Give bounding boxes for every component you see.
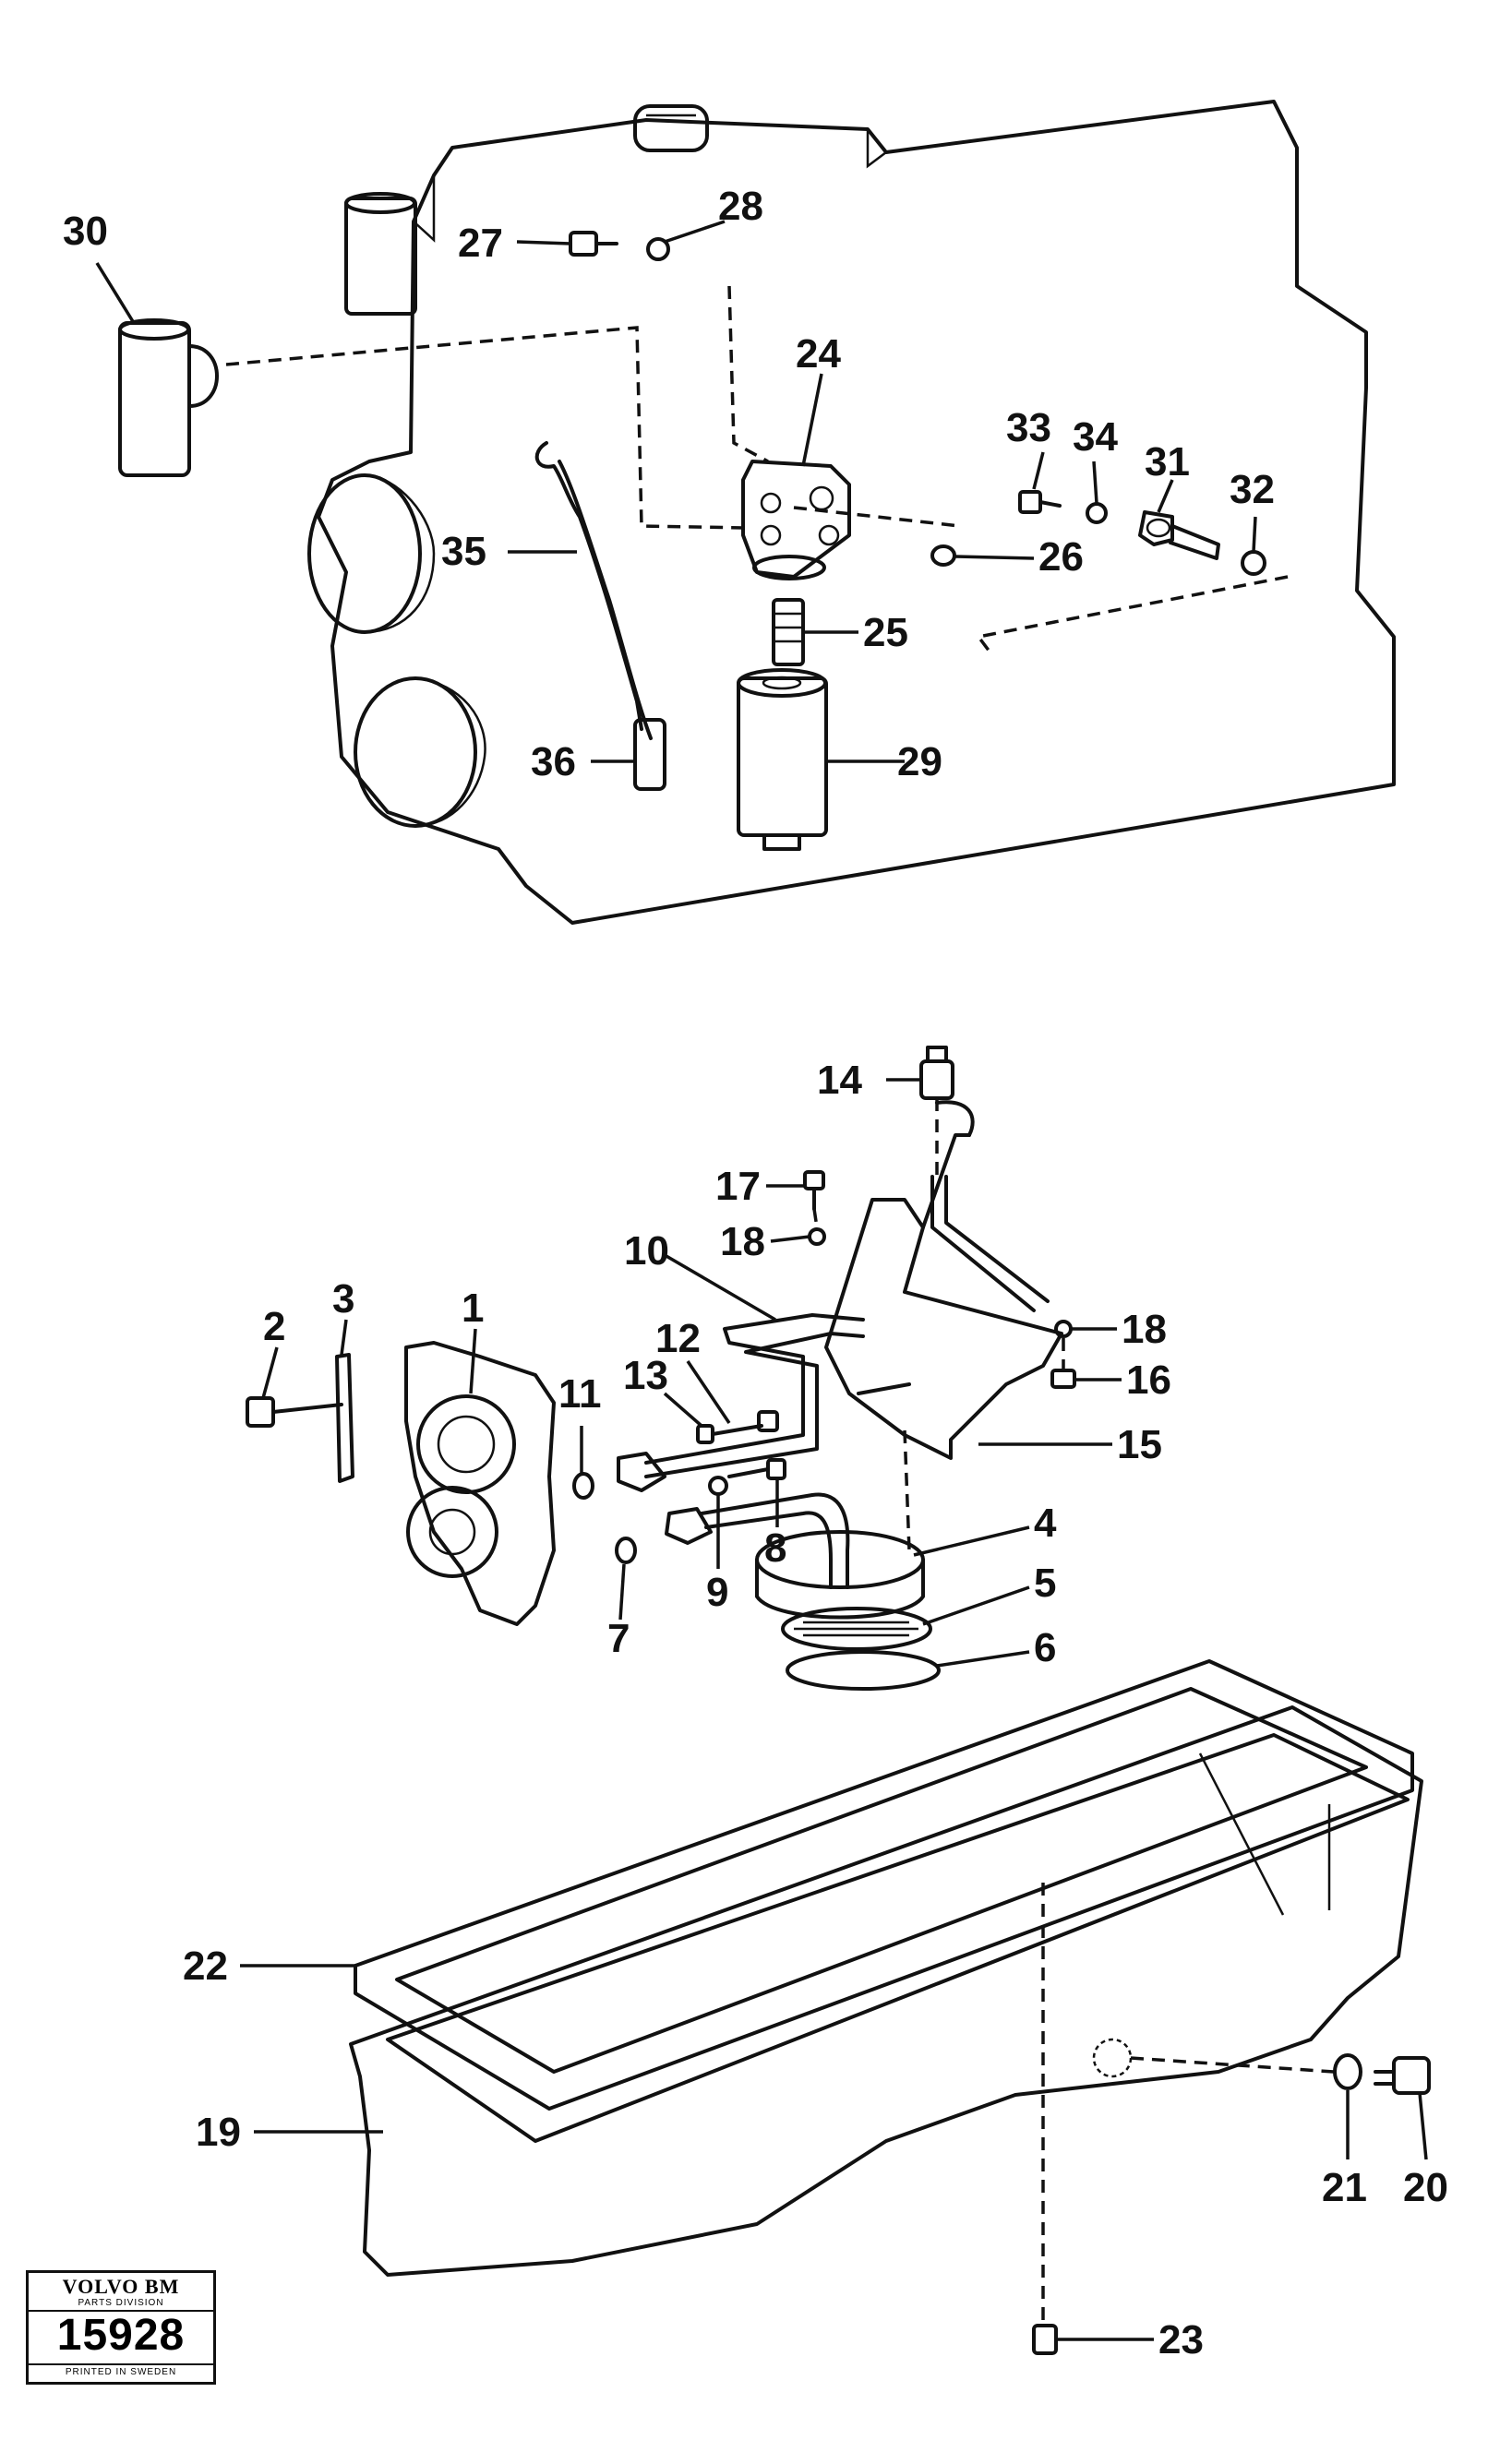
engine-block — [317, 100, 1396, 925]
callout-22: 22 — [183, 1944, 228, 1989]
oil-filter-head — [741, 460, 851, 580]
callout-23: 23 — [1158, 2317, 1204, 2362]
callout-17: 17 — [715, 1164, 761, 1209]
callout-2: 2 — [263, 1304, 285, 1349]
callout-26: 26 — [1038, 534, 1084, 580]
pressure-pipe-10 — [644, 1313, 865, 1478]
callout-34: 34 — [1073, 414, 1118, 460]
o-ring-7 — [615, 1537, 637, 1564]
callout-20: 20 — [1403, 2165, 1448, 2210]
callout-16: 16 — [1126, 1358, 1171, 1403]
callout-15: 15 — [1117, 1422, 1162, 1467]
strainer-4 — [755, 1530, 925, 1620]
callout-30: 30 — [63, 209, 108, 254]
washer-9 — [708, 1476, 728, 1496]
breather-pipe — [344, 192, 417, 316]
callout-18-lower: 18 — [1122, 1307, 1167, 1352]
suction-pipe — [700, 1492, 850, 1589]
screw-27 — [569, 231, 618, 257]
callout-8: 8 — [764, 1525, 786, 1571]
oil-filler-neck — [118, 318, 219, 477]
adapter-31 — [1138, 510, 1220, 560]
nut-26 — [930, 544, 956, 567]
callout-5: 5 — [1034, 1561, 1056, 1606]
oil-filler-cap — [633, 104, 709, 152]
leader-lines — [95, 220, 1428, 2341]
spring-ring-6 — [786, 1650, 941, 1691]
callout-24: 24 — [796, 331, 841, 377]
assembly-lines-lower — [812, 1098, 1335, 2321]
bolt-12-13 — [696, 1410, 779, 1444]
assembly-lines-upper — [225, 285, 1289, 657]
catalogue-badge: VOLVO BM PARTS DIVISION 15928 PRINTED IN… — [26, 2270, 216, 2385]
callout-10: 10 — [624, 1228, 669, 1274]
drain-plug-20 — [1374, 2056, 1431, 2095]
oil-pan — [349, 1705, 1423, 2277]
gasket-32 — [1241, 550, 1266, 576]
callout-1: 1 — [462, 1286, 484, 1331]
bolt-2 — [246, 1396, 343, 1428]
callout-25: 25 — [863, 610, 908, 655]
lock-plate-3 — [335, 1353, 354, 1483]
badge-brand: VOLVO BM — [62, 2275, 180, 2298]
oil-pump — [404, 1341, 556, 1626]
callout-36: 36 — [531, 739, 576, 784]
callouts: 30 27 28 24 33 34 31 32 26 25 29 35 36 1… — [63, 184, 1448, 2362]
callout-28: 28 — [718, 184, 763, 229]
callout-19: 19 — [196, 2110, 241, 2155]
callout-32: 32 — [1230, 467, 1275, 512]
badge-footer: PRINTED IN SWEDEN — [29, 2363, 213, 2377]
oil-filter-cartridge — [737, 668, 828, 851]
callout-11: 11 — [558, 1371, 602, 1417]
washer-28 — [646, 237, 670, 261]
badge-division: PARTS DIVISION — [29, 2298, 213, 2312]
screen-5 — [781, 1607, 932, 1651]
callout-21: 21 — [1322, 2165, 1367, 2210]
callout-4: 4 — [1034, 1501, 1057, 1546]
callout-3: 3 — [332, 1276, 354, 1322]
callout-29: 29 — [897, 739, 942, 784]
oil-pan-gasket — [354, 1659, 1414, 2111]
washer-18-lower — [1054, 1320, 1073, 1338]
callout-12: 12 — [655, 1316, 701, 1361]
callout-6: 6 — [1034, 1625, 1056, 1670]
callout-14: 14 — [817, 1058, 862, 1103]
nipple-14 — [919, 1046, 954, 1100]
pressure-pipe-flange — [617, 1452, 666, 1492]
callout-9: 9 — [706, 1570, 728, 1615]
callout-13: 13 — [623, 1353, 668, 1398]
callout-35: 35 — [441, 529, 486, 574]
callout-7: 7 — [607, 1616, 630, 1661]
screw-23 — [1032, 2324, 1058, 2355]
washer-34 — [1086, 502, 1108, 524]
screw-16 — [1050, 1369, 1076, 1389]
screw-17 — [803, 1170, 825, 1211]
badge-number: 15928 — [56, 2311, 186, 2360]
oil-dipstick — [534, 441, 666, 791]
delivery-pipe — [930, 1175, 1050, 1312]
callout-31: 31 — [1145, 439, 1190, 484]
washer-18-upper — [808, 1227, 826, 1246]
sealing-washer-21 — [1333, 2053, 1362, 2090]
callout-18-upper: 18 — [720, 1219, 765, 1264]
filter-nipple — [772, 598, 805, 666]
engine-front-pulleys — [307, 473, 486, 828]
o-ring-11 — [572, 1472, 594, 1500]
screw-33 — [1018, 490, 1062, 514]
callout-27: 27 — [458, 221, 503, 266]
callout-33: 33 — [1006, 405, 1051, 450]
suction-pipe-flange — [665, 1507, 713, 1545]
bracket-15 — [824, 1100, 1063, 1460]
